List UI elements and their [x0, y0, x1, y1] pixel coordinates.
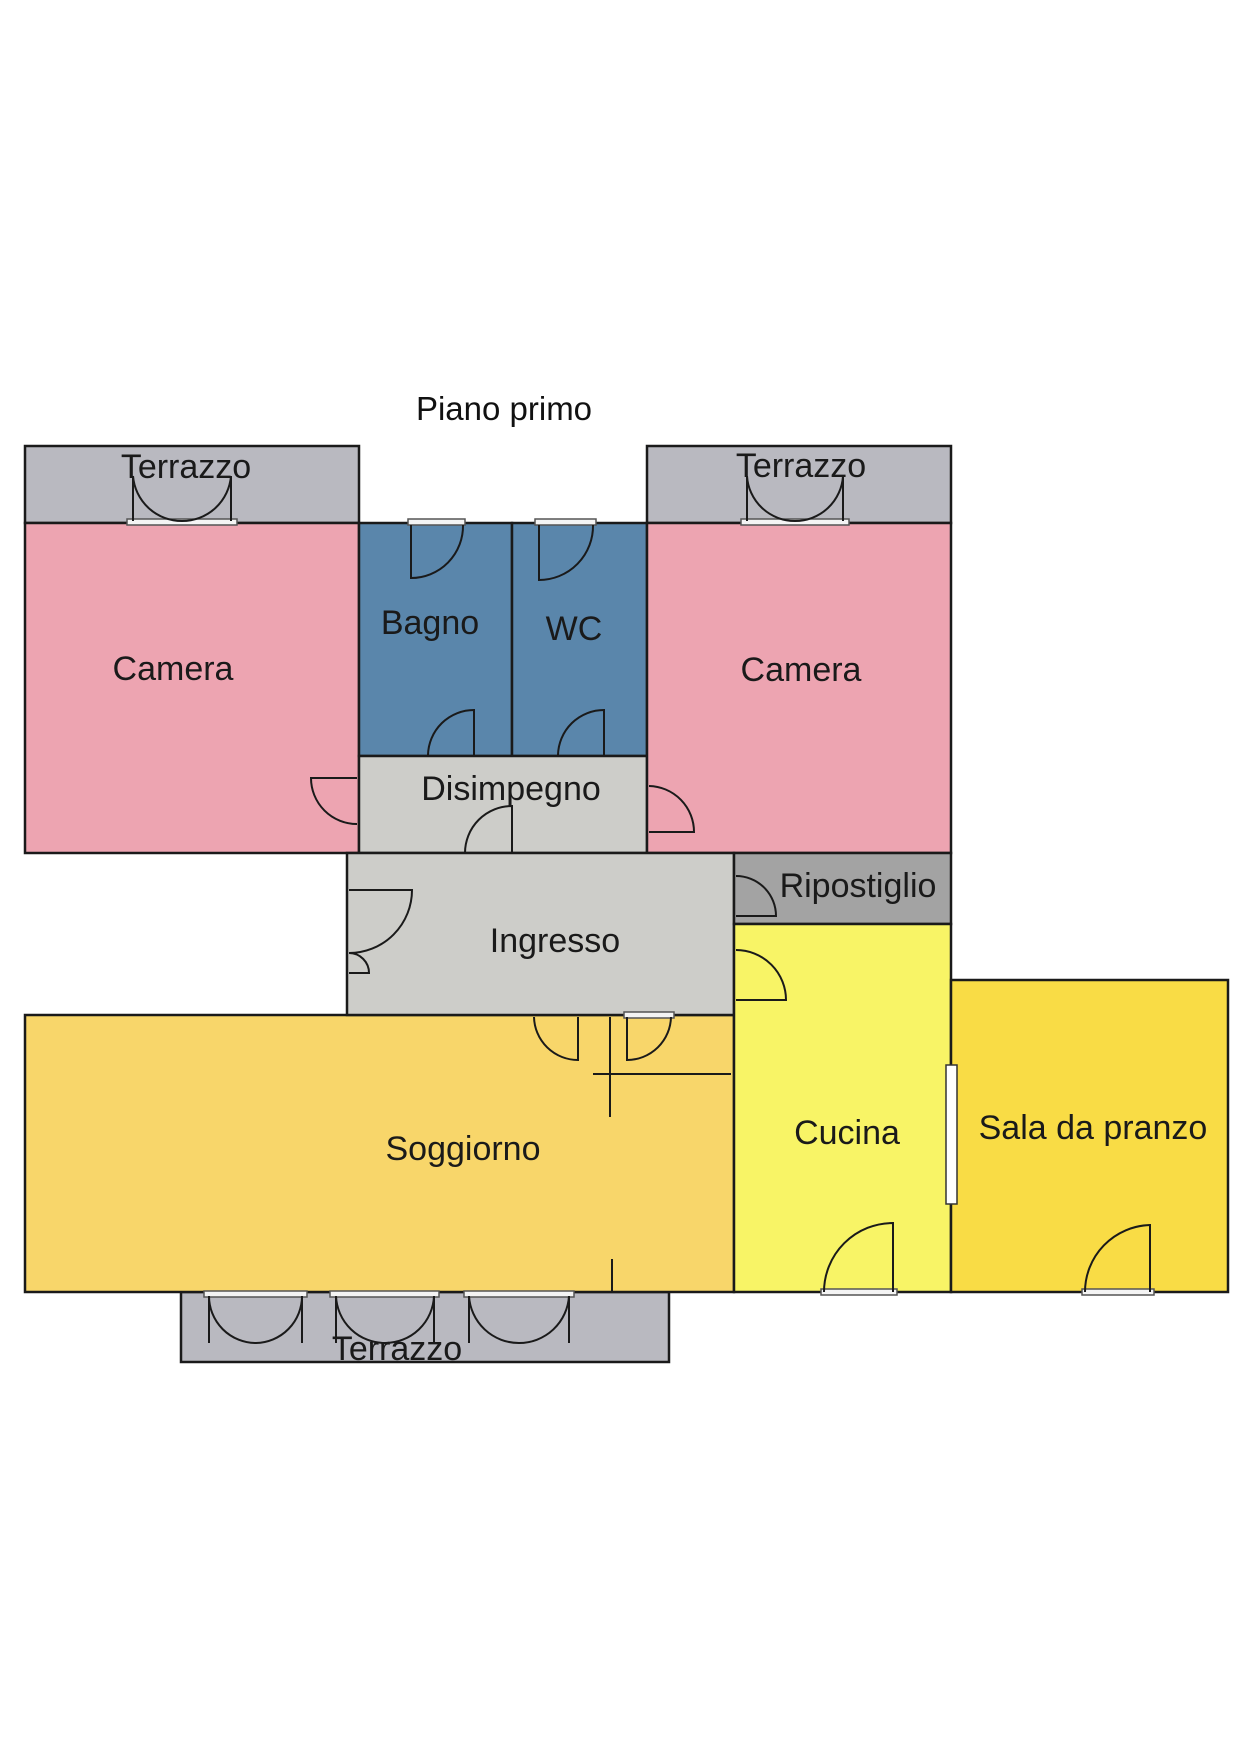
room-camera-left: [23, 521, 361, 855]
room-soggiorno: [23, 1013, 736, 1294]
label-wc: WC: [546, 610, 603, 648]
label-sala-da-pranzo: Sala da pranzo: [979, 1109, 1208, 1147]
label-ingresso: Ingresso: [490, 922, 620, 960]
label-bagno: Bagno: [381, 604, 479, 642]
label-terrazzo-top-right: Terrazzo: [736, 447, 866, 485]
room-sala-da-pranzo: [949, 978, 1230, 1294]
label-ripostiglio: Ripostiglio: [780, 867, 937, 905]
room-ingresso: [345, 851, 736, 1017]
room-camera-right: [645, 521, 953, 855]
label-disimpegno: Disimpegno: [421, 770, 601, 808]
door-icons: [126, 475, 1155, 1345]
room-terrazzo-top-left: [23, 444, 361, 525]
label-terrazzo-bottom: Terrazzo: [332, 1330, 462, 1368]
floor-plan-title: Piano primo: [416, 390, 592, 427]
label-soggiorno: Soggiorno: [385, 1130, 540, 1168]
room-terrazzo-top-right: [645, 444, 953, 525]
room-ripostiglio: [732, 851, 953, 926]
room-terrazzo-bottom: [179, 1290, 671, 1364]
label-cucina: Cucina: [794, 1114, 900, 1152]
label-camera-right: Camera: [741, 651, 862, 689]
room-cucina: [732, 922, 953, 1294]
label-camera-left: Camera: [113, 650, 234, 688]
label-terrazzo-top-left: Terrazzo: [121, 448, 251, 486]
